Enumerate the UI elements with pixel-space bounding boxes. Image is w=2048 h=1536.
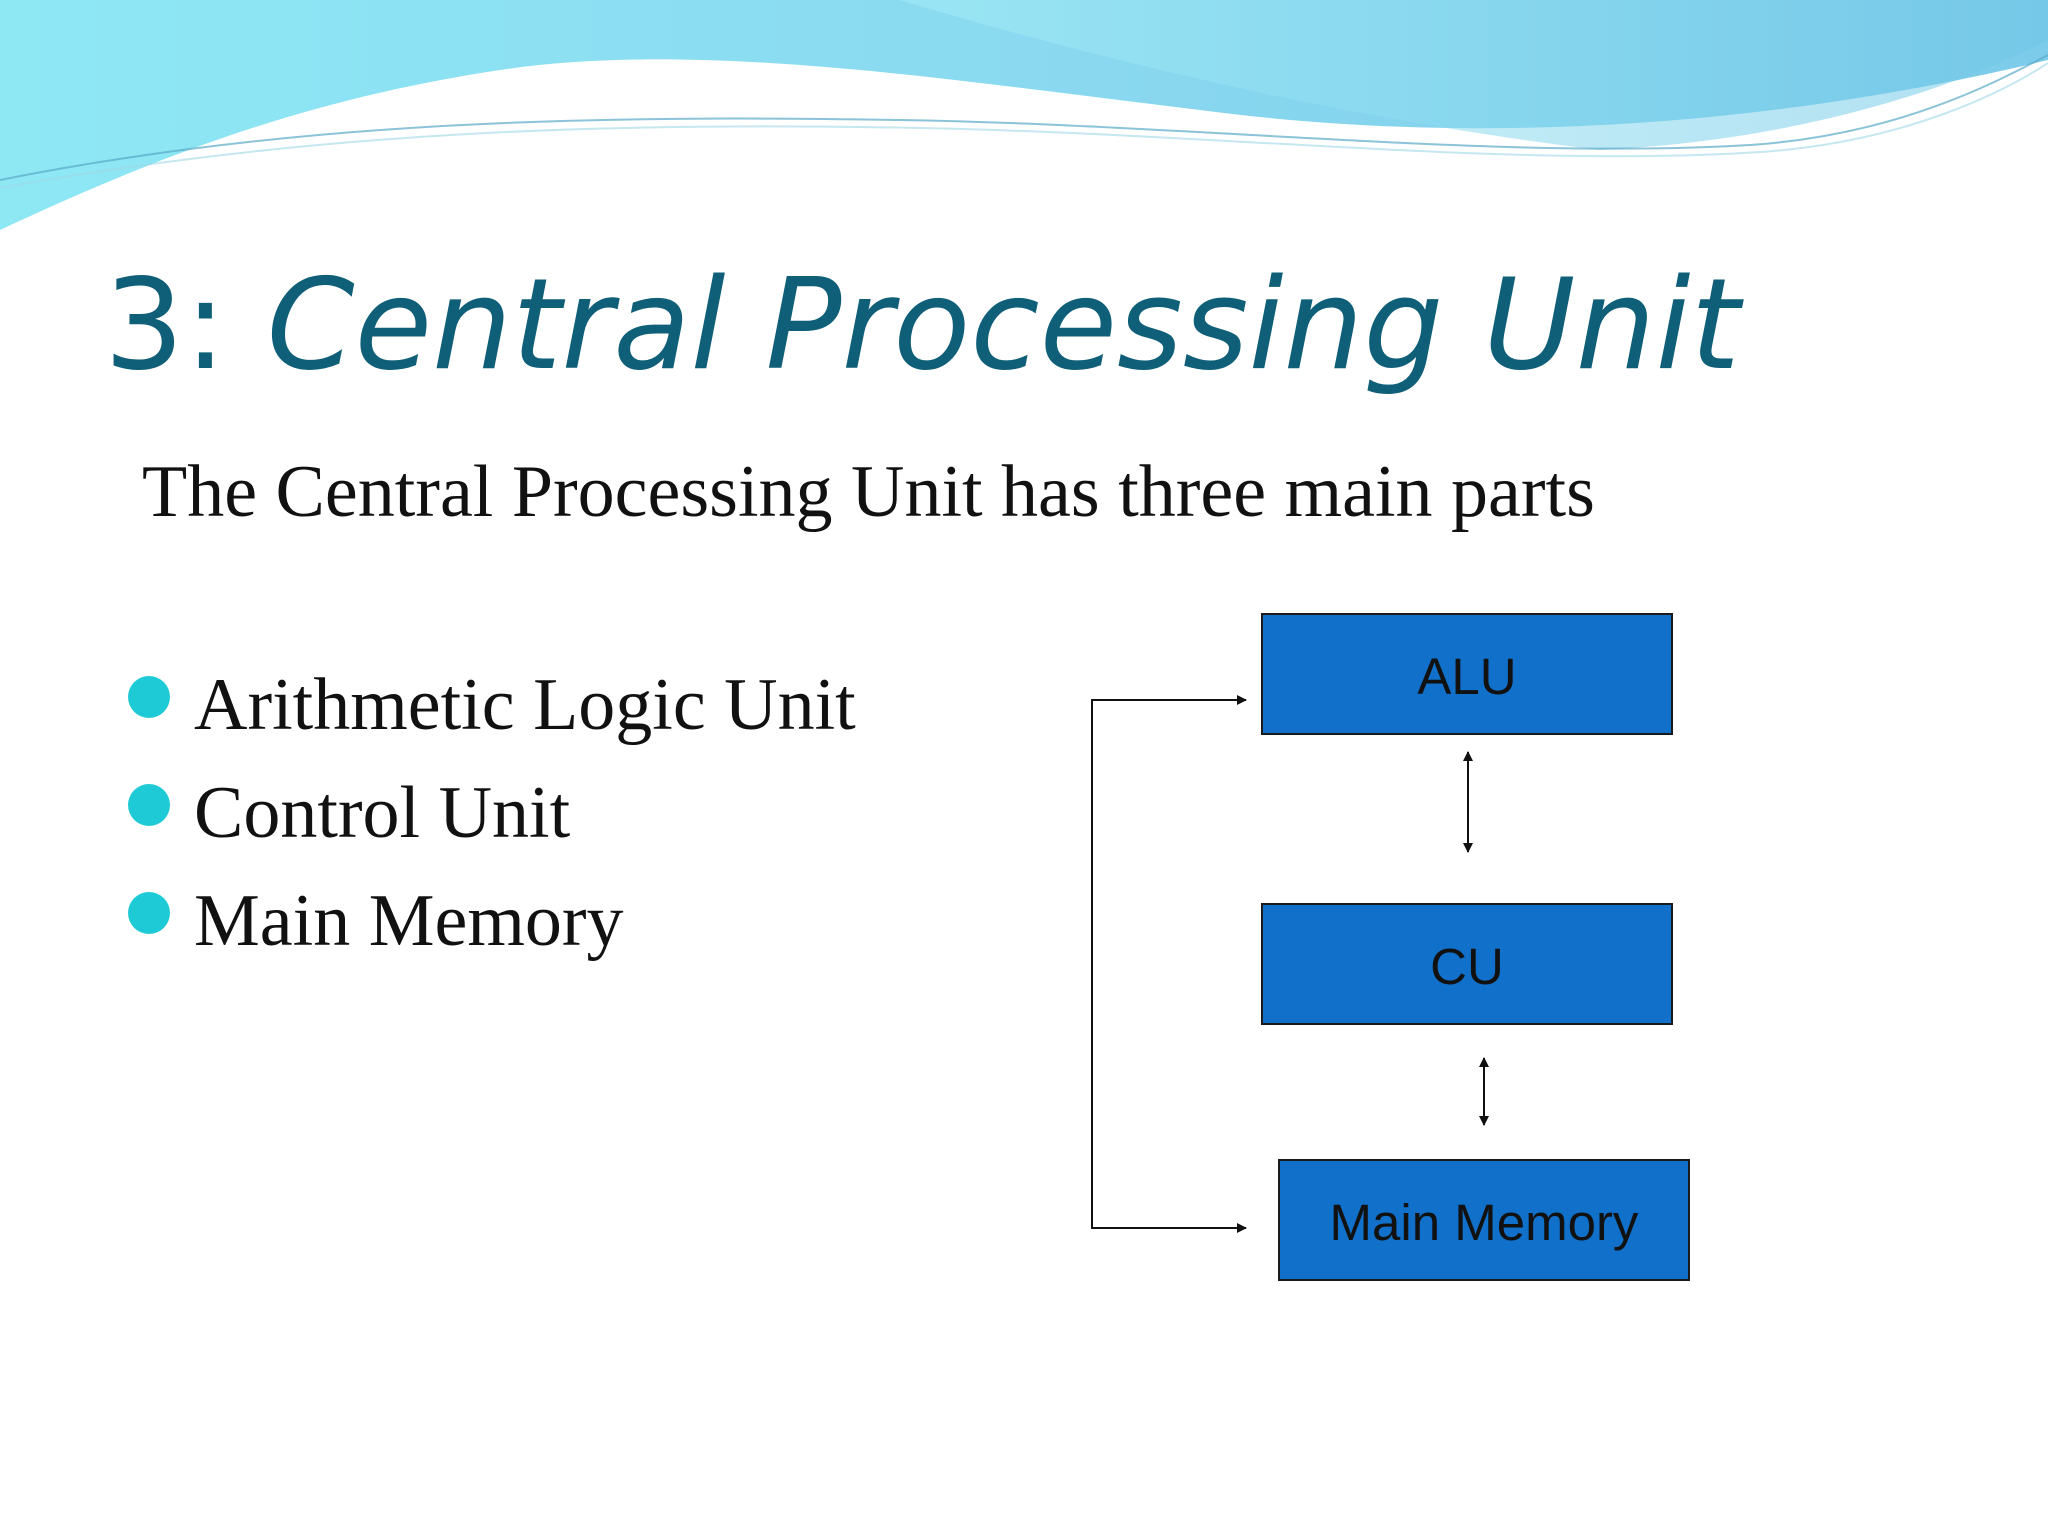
alu-box (1261, 613, 1673, 735)
bullet-item: Arithmetic Logic Unit (128, 668, 856, 776)
cu-label: CU (1430, 938, 1504, 995)
main-memory-box (1278, 1159, 1690, 1281)
slide-subtitle: The Central Processing Unit has three ma… (142, 451, 1595, 533)
slide-title-emphasis: Central Processing Unit (266, 251, 1740, 398)
slide-title-prefix: 3: (104, 251, 267, 398)
bullet-text: Arithmetic Logic Unit (194, 664, 856, 746)
bullet-item: Control Unit (128, 776, 856, 884)
bullet-item: Main Memory (128, 884, 856, 992)
slide-title: 3: Central Processing Unit (104, 262, 1740, 388)
bullet-dot-icon (128, 676, 170, 718)
bullet-list: Arithmetic Logic Unit Control Unit Main … (128, 668, 856, 992)
feedback-connector (1091, 699, 1246, 1229)
bullet-dot-icon (128, 892, 170, 934)
bullet-dot-icon (128, 784, 170, 826)
alu-label: ALU (1417, 648, 1516, 705)
cu-box (1261, 903, 1673, 1025)
main-memory-label: Main Memory (1330, 1194, 1639, 1251)
header-wave-decoration (0, 0, 2048, 230)
bullet-text: Main Memory (194, 880, 624, 962)
bullet-text: Control Unit (194, 772, 571, 854)
